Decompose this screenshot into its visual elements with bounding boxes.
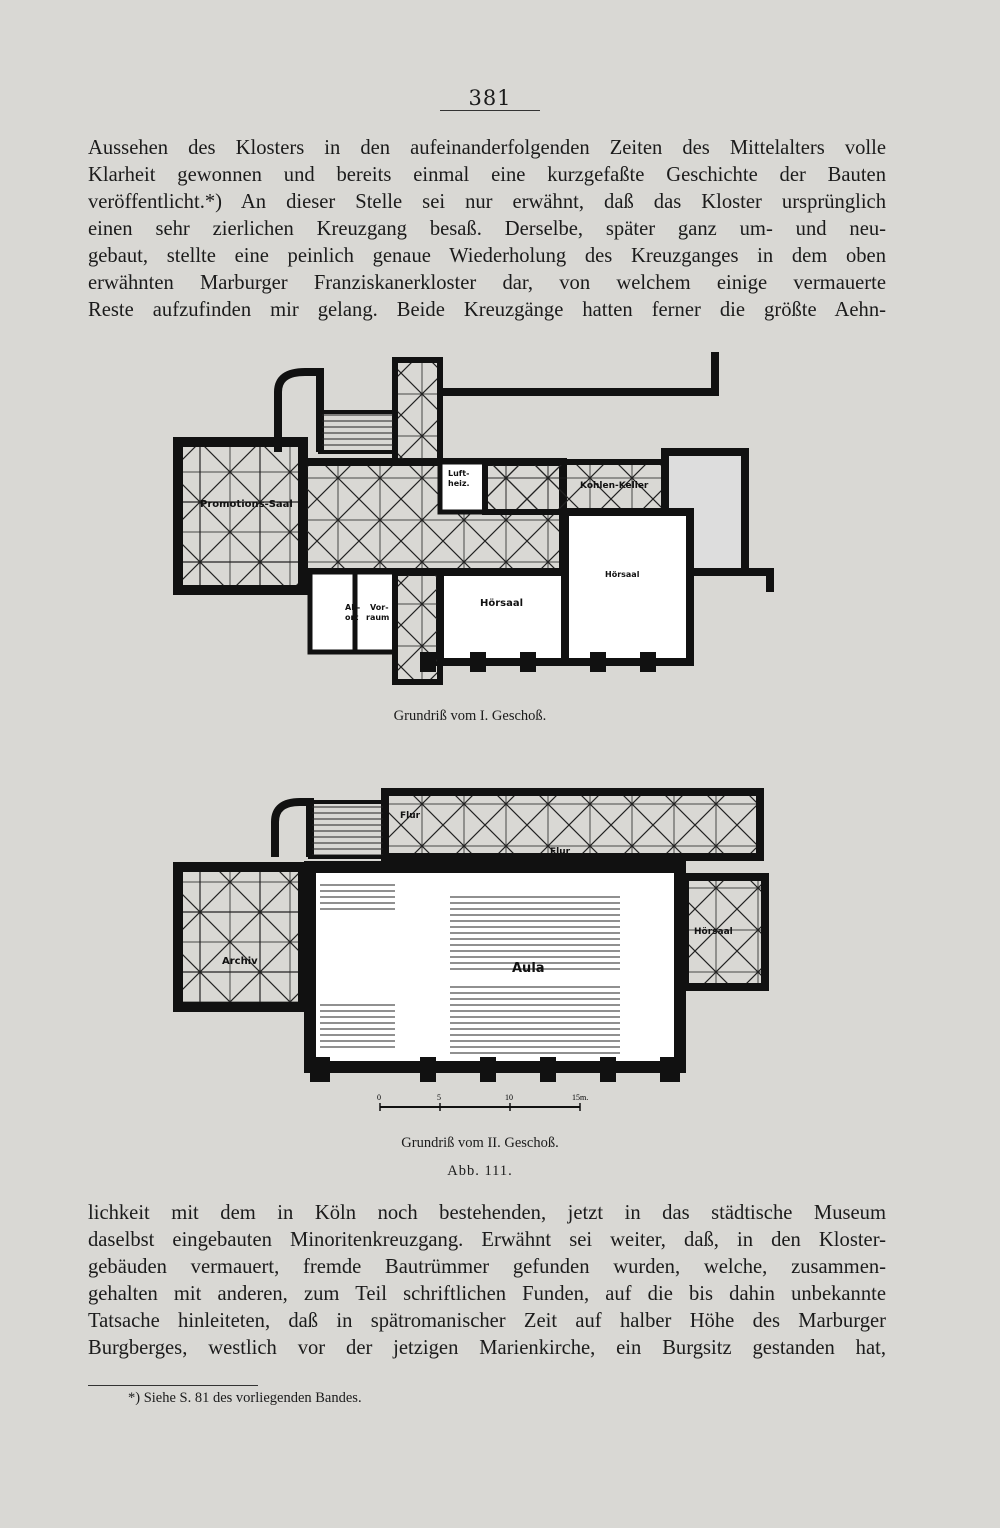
text-line: daselbst eingebauten Minoritenkreuzgang.… [88,1229,886,1251]
room-label-vorraum: Vor- [370,603,389,612]
page-number-rule [440,110,540,111]
room-label-flur: Flur [400,811,421,821]
aula-benches [320,882,620,1057]
room-label-abort: Ab- [345,603,360,612]
scale-tick-10: 10 [505,1093,513,1102]
text-line: Aussehen des Klosters in den aufeinander… [88,137,886,159]
plan-walls [173,788,769,1111]
text-line: Tatsache hinleiteten, daß in spätromanis… [88,1310,886,1332]
room-label-aula: Aula [512,961,545,976]
paragraph-top: Aussehen des Klosters in den aufeinander… [88,135,886,324]
floor-plan-second-floor: Flur Flur Archiv Aula Hörsaal 0 5 10 15m… [173,788,769,1111]
paragraph-bottom: lichkeit mit dem in Köln noch bestehende… [88,1200,886,1362]
scale-tick-5: 5 [437,1093,441,1102]
room-label-hoersaal-small: Hörsaal [605,570,640,579]
text-line: lichkeit mit dem in Köln noch bestehende… [88,1202,886,1224]
room-label-archiv: Archiv [222,956,258,967]
text-line: erwähnten Marburger Franziskanerkloster … [88,272,886,294]
text-line: gebäuden vermauert, fremde Bautrümmer ge… [88,1256,886,1278]
text-line: Reste aufzufinden mir gelang. Beide Kreu… [88,299,886,321]
text-line: gehalten mit anderen, zum Teil schriftli… [88,1283,886,1305]
footnote: *) Siehe S. 81 des vorliegenden Bandes. [128,1390,362,1406]
room-label-flur-2: Flur [550,847,571,857]
room-label-abort-2: ort [345,613,358,622]
room-label-hoersaal: Hörsaal [480,598,523,609]
text-line: veröffentlicht.*) An dieser Stelle sei n… [88,191,886,213]
room-label-luftheiz: Luft- [448,469,469,478]
room-label-hoersaal: Hörsaal [694,927,733,937]
figure-label: Abb. 111. [447,1163,513,1179]
plan-walls [173,352,774,685]
text-line: einen sehr zierlichen Kreuzgang besaß. D… [88,218,886,240]
text-line: Burgberges, westlich vor der jetzigen Ma… [88,1337,886,1359]
scale-tick-15: 15m. [572,1093,588,1102]
floor-plan-first-floor: Promotions-Saal Luft- heiz. Kohlen-Kelle… [173,352,774,685]
scale-tick-0: 0 [377,1093,381,1102]
footnote-rule [88,1385,258,1386]
room-label-luftheiz-2: heiz. [448,479,470,488]
room-label-promotions-saal: Promotions-Saal [200,499,293,510]
caption-first-floor: Grundriß vom I. Geschoß. [393,708,547,724]
caption-second-floor: Grundriß vom II. Geschoß. [401,1135,559,1151]
room-label-kohlen-keller: Kohlen-Keller [580,481,649,491]
text-line: gebaut, stellte eine peinlich genaue Wie… [88,245,886,267]
room-label-vorraum-2: raum [366,613,389,622]
scale-bar [379,1103,581,1111]
text-line: Klarheit gewonnen und bereits einmal ein… [88,164,886,186]
page-number: 381 [468,86,512,110]
